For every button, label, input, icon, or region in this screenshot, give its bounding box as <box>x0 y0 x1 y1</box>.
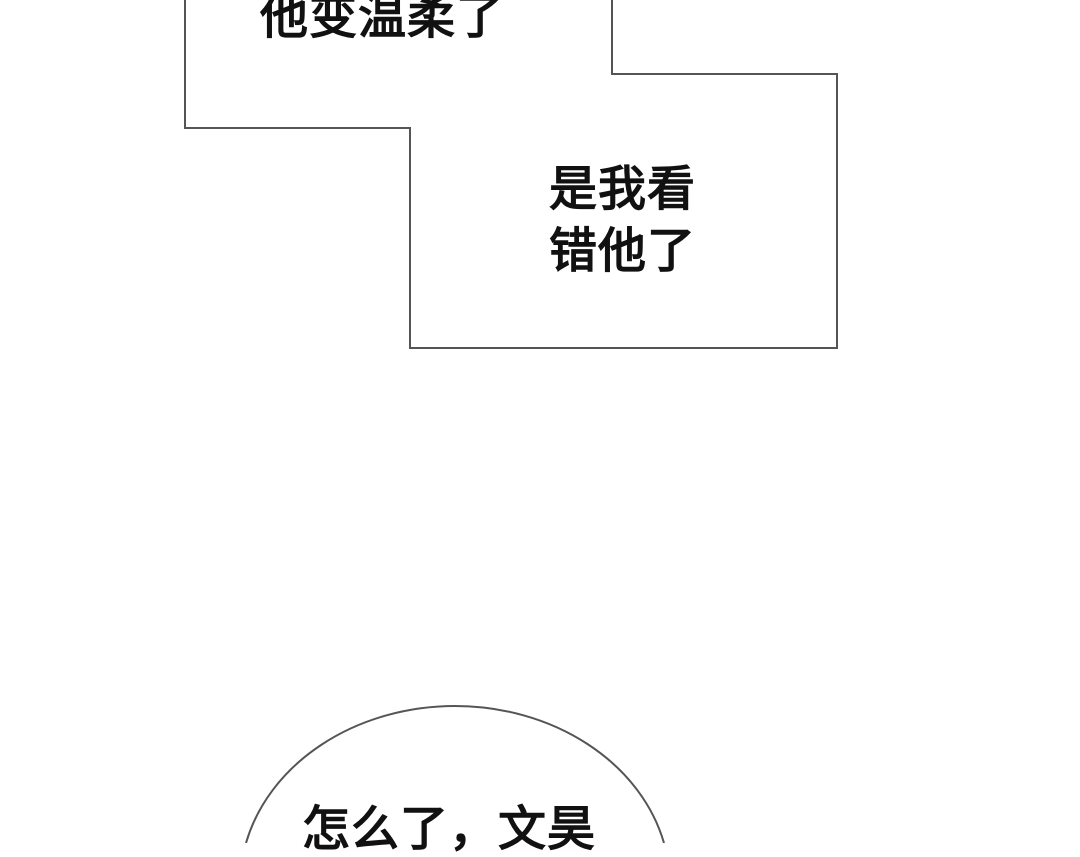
caption-top: 他变温柔了 <box>260 0 506 45</box>
caption-bottom: 怎么了，文昊 <box>302 801 597 857</box>
oval-bubble-outline <box>245 705 665 843</box>
box-bubble-outline <box>184 0 838 349</box>
caption-middle-line-1: 是我看 <box>549 161 697 217</box>
caption-middle-line-2: 错他了 <box>549 223 697 279</box>
